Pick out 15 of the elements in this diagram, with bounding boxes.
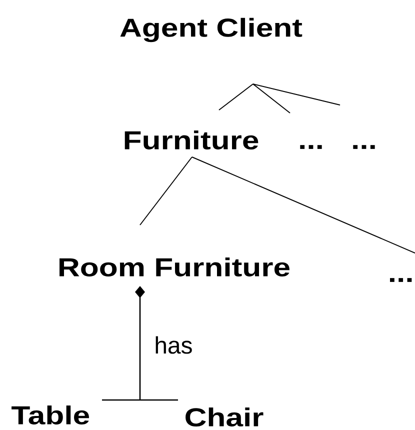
- ellipsis-label: ...: [390, 278, 412, 282]
- ellipsis-label: ...: [353, 145, 375, 149]
- ellipsis-label: ...: [300, 145, 322, 149]
- edge-label: has: [156, 336, 192, 354]
- connector-line: [140, 156, 192, 226]
- connector-line: [192, 156, 415, 254]
- class-label: Table: [12, 406, 90, 425]
- class-label: Furniture: [124, 130, 258, 150]
- connector-line: [252, 84, 340, 106]
- connector-line: [218, 84, 254, 110]
- class-label: Agent Client: [120, 18, 302, 42]
- connector-line: [252, 84, 290, 114]
- class-label: Chair: [186, 408, 264, 427]
- composition-line: [101, 286, 179, 401]
- class-label: Room Furniture: [60, 258, 290, 277]
